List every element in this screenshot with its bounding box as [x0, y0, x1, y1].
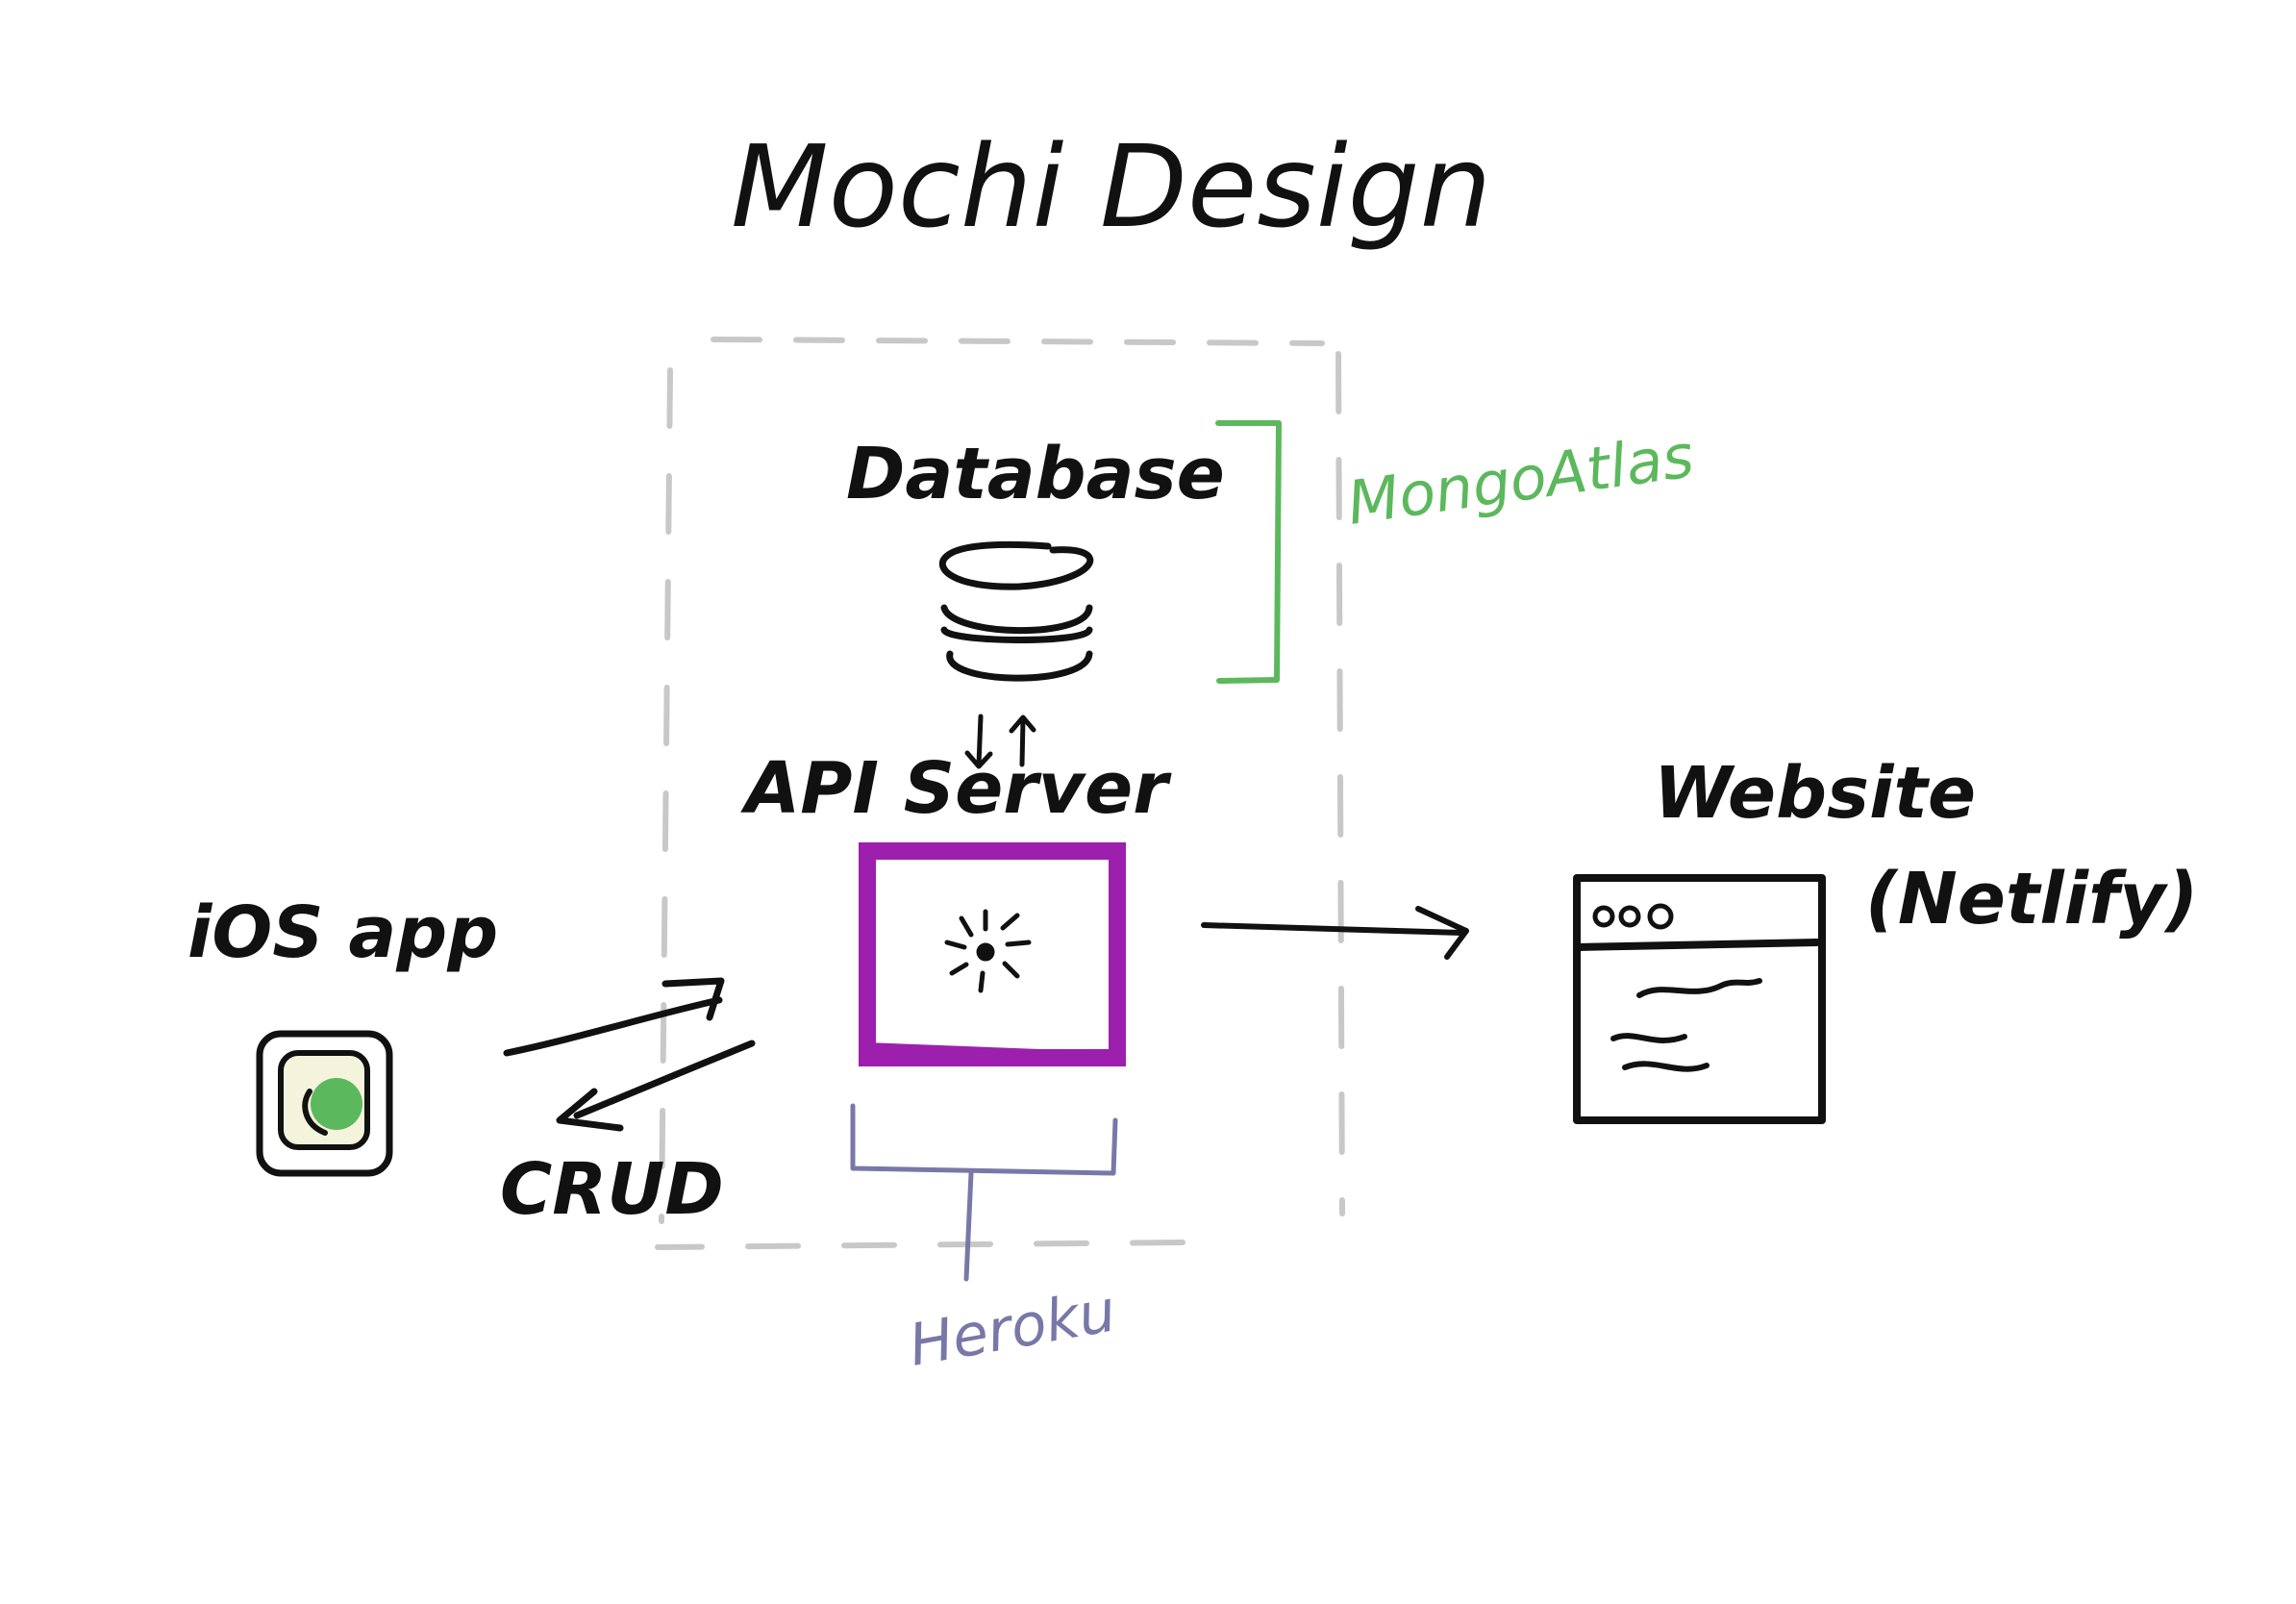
- database-label: Database: [846, 433, 1225, 515]
- diagram-title: Mochi Design: [731, 120, 1491, 253]
- ios-api-arrows: [503, 977, 756, 1132]
- api-website-arrow: [1201, 906, 1469, 960]
- api-server-box: [859, 842, 1126, 1066]
- db-api-arrows: [964, 714, 1036, 769]
- heroku-bracket: [850, 1103, 1118, 1282]
- netlify-label: (Netlify): [1865, 858, 2198, 940]
- website-label: Website: [1654, 752, 1976, 835]
- backend-boundary: [655, 337, 1345, 1250]
- website-browser-icon: [1573, 874, 1826, 1124]
- database-icon: [938, 540, 1094, 682]
- api-server-label: API Server: [740, 747, 1172, 830]
- heroku-label: Heroku: [904, 1277, 1120, 1379]
- ios-app-label: iOS app: [187, 891, 498, 974]
- ios-app-icon: [256, 1030, 393, 1177]
- mongo-atlas-label: MongoAtlas: [1343, 420, 1698, 539]
- crud-label: CRUD: [500, 1148, 724, 1231]
- server-spinner-icon: [944, 909, 1032, 993]
- mongo-bracket: [1215, 420, 1282, 684]
